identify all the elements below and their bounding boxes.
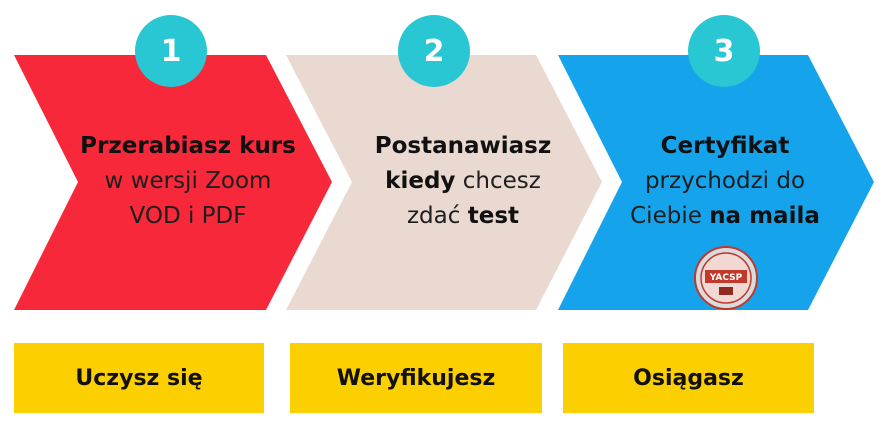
step-3-label: Osiągasz [633, 365, 744, 391]
step-2-line3-bold: test [467, 203, 519, 229]
step-1-label-box: Uczysz się [14, 343, 264, 413]
step-1-number: 1 [160, 33, 182, 69]
step-3-line2: przychodzi do [644, 168, 806, 194]
step-2-description: Postanawiasz kiedy chcesz zdać test [345, 129, 581, 234]
step-3-number-badge: 3 [688, 15, 760, 87]
step-3-label-box: Osiągasz [563, 343, 814, 413]
seal-text: YACSP [709, 273, 743, 283]
step-3-line1: Certyfikat [660, 133, 790, 159]
step-1-line1: Przerabiasz kurs [80, 133, 296, 159]
step-2-label-box: Weryfikujesz [290, 343, 542, 413]
step-1-number-badge: 1 [135, 15, 207, 87]
certificate-seal-icon: YACSP [694, 246, 758, 310]
step-1-line2: w wersji Zoom [104, 168, 272, 194]
step-3-number: 3 [713, 33, 735, 69]
step-1-label: Uczysz się [75, 365, 203, 391]
step-3-line3-pre: Ciebie [630, 203, 710, 229]
step-3-arrow [558, 55, 874, 310]
step-2-line3-pre: zdać [406, 203, 468, 229]
step-2-number-badge: 2 [398, 15, 470, 87]
step-1-arrow [14, 55, 332, 310]
step-2-line2-rest: chcesz [455, 168, 541, 194]
step-2-arrow [286, 55, 602, 310]
step-2-number: 2 [423, 33, 445, 69]
step-1-line3: VOD i PDF [129, 203, 247, 229]
step-2-line2-bold: kiedy [385, 168, 456, 194]
step-3-description: Certyfikat przychodzi do Ciebie na maila [614, 129, 836, 234]
step-2-line1: Postanawiasz [374, 133, 552, 159]
step-2-label: Weryfikujesz [336, 365, 496, 391]
step-1-description: Przerabiasz kurs w wersji Zoom VOD i PDF [72, 129, 304, 234]
step-3-line3-bold: na maila [709, 203, 820, 229]
